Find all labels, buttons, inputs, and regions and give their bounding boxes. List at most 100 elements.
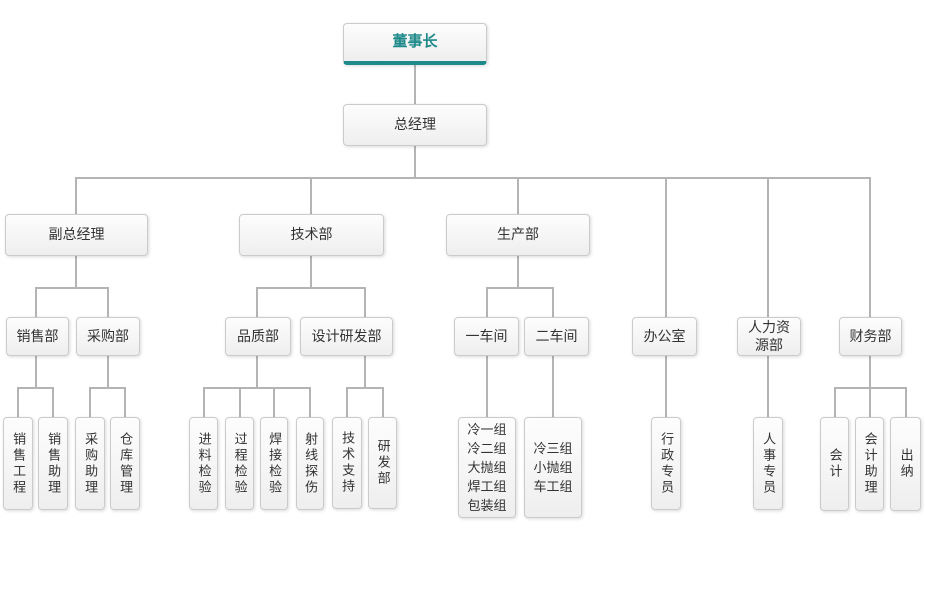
connector-line: [239, 388, 241, 417]
org-node-welding-inspection: 焊接检验: [260, 417, 288, 510]
connector-line: [35, 356, 37, 388]
org-node-label: 人事专员: [761, 431, 777, 496]
org-node-label: 冷一组 冷二组 大抛组 焊工组 包装组: [467, 422, 507, 513]
connector-line: [75, 177, 871, 179]
connector-line: [767, 356, 769, 417]
connector-line: [309, 388, 311, 417]
org-node-sales-dept: 销售部: [6, 317, 69, 356]
connector-line: [203, 388, 205, 417]
connector-line: [346, 388, 348, 417]
connector-line: [869, 178, 871, 317]
org-node-cashier: 出纳: [890, 417, 921, 511]
connector-line: [346, 387, 384, 389]
org-node-design-rnd-dept: 设计研发部: [300, 317, 393, 356]
connector-line: [256, 356, 258, 388]
connector-line: [89, 388, 91, 417]
connector-line: [552, 356, 554, 417]
org-node-label: 射线探伤: [303, 431, 319, 496]
org-node-production-dept: 生产部: [446, 214, 590, 256]
org-node-label: 技术支持: [340, 431, 356, 495]
connector-line: [834, 388, 836, 417]
org-node-label: 销售工程: [11, 431, 27, 496]
connector-line: [767, 178, 769, 317]
org-node-label: 焊接检验: [267, 431, 283, 496]
org-node-label: 研发部: [375, 439, 391, 487]
org-node-label: 采购助理: [83, 431, 99, 496]
connector-line: [869, 388, 871, 417]
connector-line: [869, 356, 871, 388]
org-node-general-manager: 总经理: [343, 104, 487, 146]
org-node-label: 品质部: [237, 327, 279, 344]
org-node-label: 财务部: [849, 327, 892, 344]
connector-line: [107, 288, 109, 317]
org-node-label: 销售助理: [46, 431, 62, 496]
org-node-label: 过程检验: [232, 431, 248, 496]
connector-line: [203, 387, 311, 389]
org-node-workshop-1: 一车间: [454, 317, 519, 356]
connector-line: [35, 287, 109, 289]
org-node-label: 会计助理: [862, 432, 878, 496]
org-node-label: 仓库管理: [118, 431, 134, 496]
connector-line: [364, 356, 366, 388]
org-node-label: 总经理: [394, 116, 436, 133]
org-node-office: 办公室: [632, 317, 697, 356]
connector-line: [486, 288, 488, 317]
org-node-warehouse-management: 仓库管理: [110, 417, 140, 510]
org-node-label: 人力资 源部: [748, 319, 790, 353]
org-node-rnd-dept: 研发部: [368, 417, 397, 509]
org-node-label: 设计研发部: [311, 327, 382, 344]
org-node-accounting-assistant: 会计助理: [855, 417, 884, 511]
connector-line: [310, 256, 312, 288]
org-node-label: 会计: [827, 448, 843, 480]
org-node-chairman: 董事长: [343, 23, 487, 65]
org-node-purchasing-dept: 采购部: [76, 317, 140, 356]
org-node-quality-dept: 品质部: [225, 317, 291, 356]
org-node-label: 二车间: [535, 327, 578, 344]
org-node-workshop-2: 二车间: [524, 317, 589, 356]
connector-line: [665, 356, 667, 417]
org-node-label: 行政专员: [659, 431, 675, 496]
org-node-label: 生产部: [497, 226, 539, 243]
connector-line: [517, 178, 519, 214]
connector-line: [414, 146, 416, 178]
org-node-label: 采购部: [87, 327, 129, 344]
connector-line: [17, 388, 19, 417]
connector-line: [905, 388, 907, 417]
org-node-workshop-2-groups: 冷三组 小抛组 车工组: [524, 417, 582, 518]
org-node-label: 副总经理: [48, 226, 105, 243]
org-node-xray-flaw-detection: 射线探伤: [296, 417, 324, 510]
connector-line: [364, 288, 366, 317]
connector-line: [414, 65, 416, 104]
connector-line: [75, 178, 77, 214]
org-node-workshop-1-groups: 冷一组 冷二组 大抛组 焊工组 包装组: [458, 417, 516, 518]
org-node-hr-specialist: 人事专员: [753, 417, 783, 510]
org-node-label: 技术部: [290, 226, 333, 243]
connector-line: [17, 387, 54, 389]
org-node-admin-specialist: 行政专员: [651, 417, 681, 510]
connector-line: [552, 288, 554, 317]
org-node-sales-assistant: 销售助理: [38, 417, 68, 510]
connector-line: [665, 178, 667, 317]
org-node-incoming-inspection: 进料检验: [189, 417, 218, 510]
org-node-label: 冷三组 小抛组 车工组: [533, 441, 573, 494]
org-node-sales-engineering: 销售工程: [3, 417, 33, 510]
org-node-deputy-general-manager: 副总经理: [5, 214, 148, 256]
connector-line: [256, 287, 366, 289]
org-node-hr-dept: 人力资 源部: [737, 317, 801, 356]
org-node-technical-support: 技术支持: [332, 417, 362, 509]
connector-line: [107, 356, 109, 388]
connector-line: [517, 256, 519, 288]
org-node-label: 销售部: [16, 327, 59, 344]
connector-line: [35, 288, 37, 317]
connector-line: [52, 388, 54, 417]
connector-line: [486, 287, 554, 289]
connector-line: [310, 178, 312, 214]
org-node-accountant: 会计: [820, 417, 849, 511]
org-node-label: 出纳: [898, 448, 914, 480]
org-node-process-inspection: 过程检验: [225, 417, 254, 510]
org-node-label: 进料检验: [196, 431, 212, 496]
connector-line: [382, 388, 384, 417]
org-node-finance-dept: 财务部: [839, 317, 902, 356]
connector-line: [124, 388, 126, 417]
